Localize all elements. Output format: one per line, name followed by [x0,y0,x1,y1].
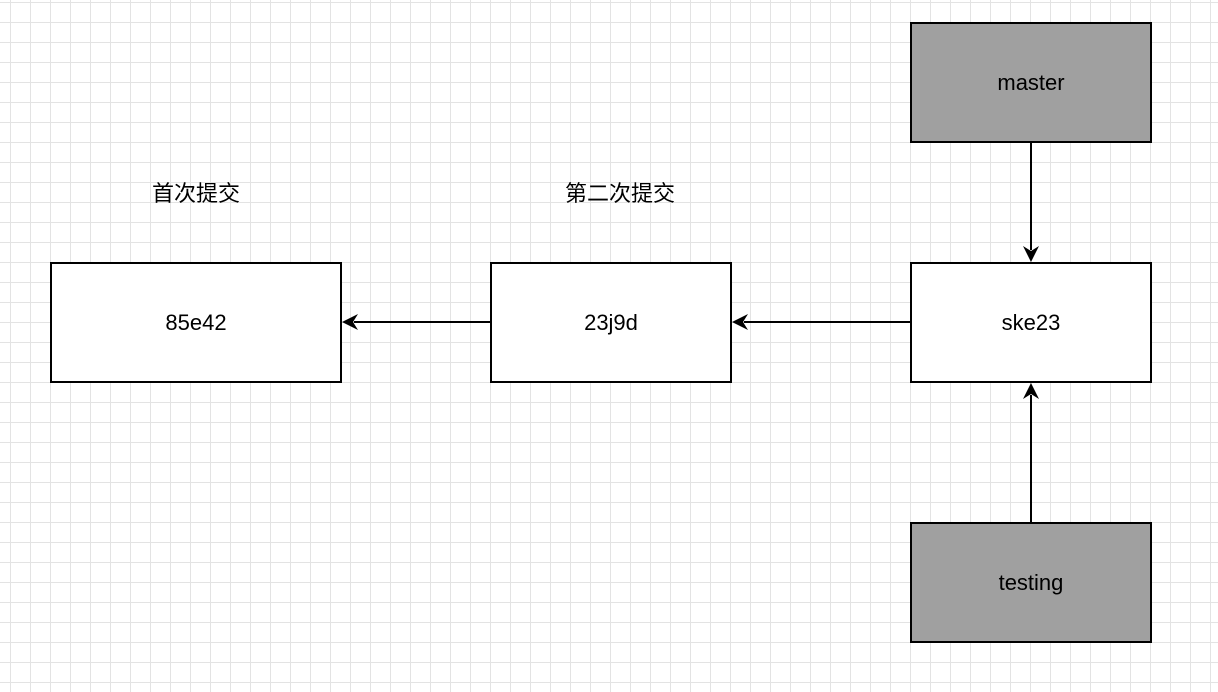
branch-node-master[interactable]: master [910,22,1152,143]
arrowhead-icon [1023,246,1039,262]
commit-node-85e42[interactable]: 85e42 [50,262,342,383]
caption-first-commit: 首次提交 [151,182,240,207]
commit-label: ske23 [1001,309,1061,335]
commit-label: 23j9d [584,309,638,335]
commit-node-ske23[interactable]: ske23 [910,262,1152,383]
branch-label: testing [998,569,1064,595]
branch-label: master [997,69,1065,95]
commit-node-23j9d[interactable]: 23j9d [490,262,732,383]
edge-master-to-ske23 [1023,143,1039,262]
edge-23j9d-to-85e42 [342,314,490,330]
arrowhead-icon [1023,383,1039,399]
branch-node-testing[interactable]: testing [910,522,1152,643]
arrowhead-icon [732,314,748,330]
edge-testing-to-ske23 [1023,383,1039,522]
commit-label: 85e42 [165,309,227,335]
caption-second-commit: 第二次提交 [564,182,675,207]
edge-ske23-to-23j9d [732,314,910,330]
arrowhead-icon [342,314,358,330]
